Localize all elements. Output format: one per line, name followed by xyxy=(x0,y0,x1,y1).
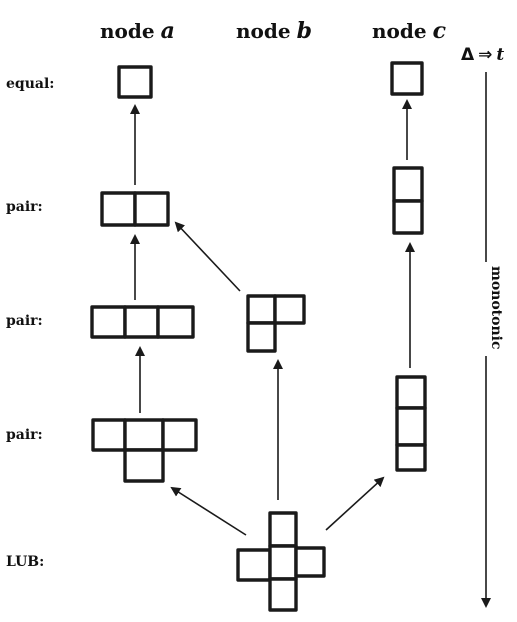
arrow-lub-to-c-pair3 xyxy=(325,476,385,531)
row-label-pair-1: pair: xyxy=(6,199,43,215)
arrow-lub-to-a-pair3 xyxy=(170,486,247,536)
row-label-pair-2: pair: xyxy=(6,313,43,329)
monotonic-label-bg xyxy=(476,262,498,356)
shape-c-equal xyxy=(390,61,424,96)
shape-lub-cross xyxy=(236,511,326,612)
shape-b-pair-2 xyxy=(246,294,306,353)
shape-a-pair-3 xyxy=(91,418,198,483)
delta-implies-t-label: Δ⇒t xyxy=(461,45,504,65)
arrow-b-to-a-pair1 xyxy=(174,221,241,292)
shape-c-pair-1 xyxy=(392,166,424,235)
shape-a-pair-1 xyxy=(100,191,170,227)
shape-a-equal xyxy=(117,65,153,99)
shape-c-pair-3 xyxy=(395,375,427,472)
row-label-pair-3: pair: xyxy=(6,427,43,443)
row-label-equal: equal: xyxy=(6,76,54,92)
monotonic-label: monotonic xyxy=(488,266,504,350)
row-label-lub: LUB: xyxy=(6,554,44,570)
shape-a-pair-2 xyxy=(90,305,195,339)
